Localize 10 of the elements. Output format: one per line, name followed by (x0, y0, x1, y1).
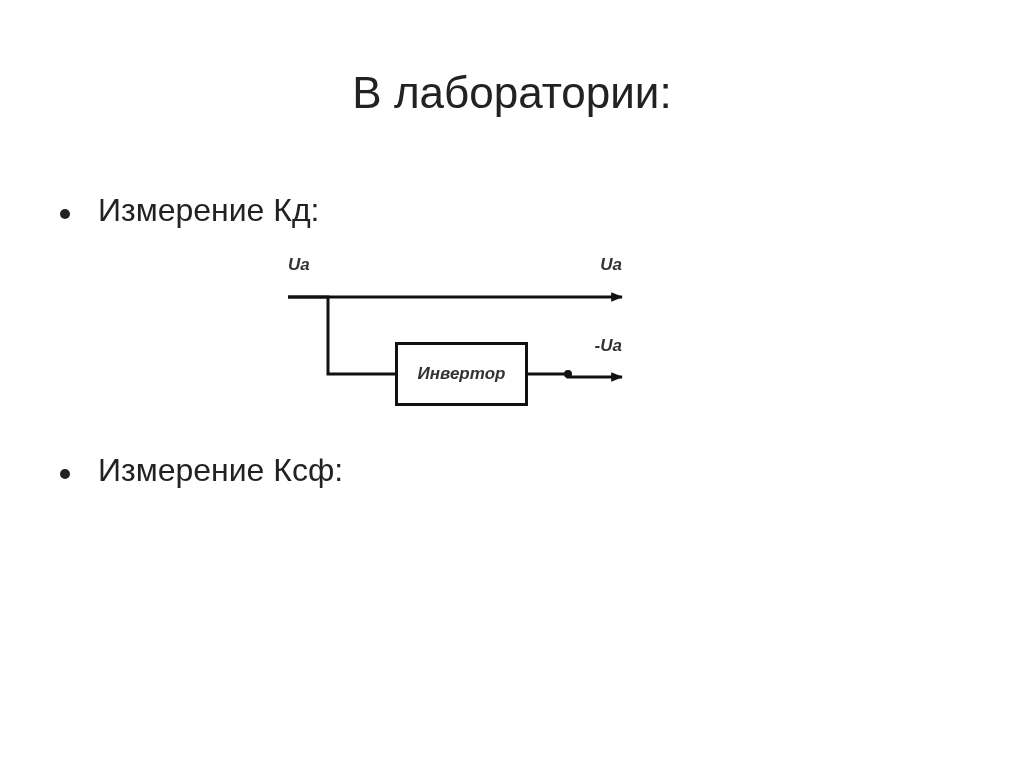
box-label: Инвертор (417, 364, 506, 384)
connector-line (288, 295, 395, 376)
connector-line (528, 372, 624, 382)
signal-label: Ua (288, 255, 310, 275)
slide-title: В лаборатории: (351, 68, 673, 118)
bullet-text: Измерение Ксф: (98, 452, 344, 489)
signal-label: Ua (600, 255, 622, 275)
signal-label: -Ua (594, 336, 622, 356)
bullet-text: Измерение Кд: (98, 192, 320, 229)
inverter-box (395, 342, 528, 406)
